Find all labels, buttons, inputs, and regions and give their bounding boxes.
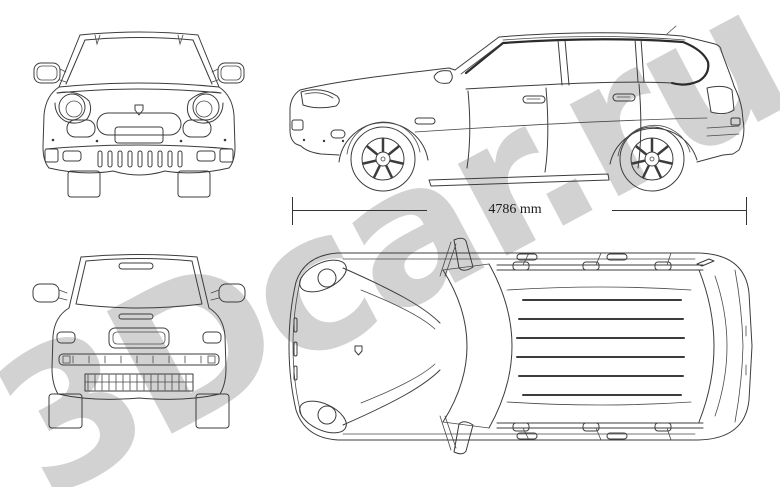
dimension-line-right (612, 210, 746, 211)
tailgate (57, 314, 221, 348)
third-brake-light (119, 263, 153, 269)
top-headlights (295, 254, 351, 440)
front-headlights (55, 92, 223, 123)
door-handle (607, 254, 627, 260)
brand-crest (355, 346, 362, 355)
top-view-drawing (283, 238, 758, 463)
front-body-sides (43, 87, 235, 168)
c-pillar (635, 39, 644, 82)
side-rear-details (707, 86, 740, 136)
fender-marker (415, 118, 435, 124)
rear-view-drawing (33, 252, 245, 430)
rear-roof-window (69, 255, 209, 309)
front-roof-windshield (57, 32, 221, 93)
dimension-label: 4786 mm (488, 202, 542, 217)
top-windshield (440, 238, 512, 454)
rear-wheel (618, 125, 686, 193)
dimension-tick-left (292, 197, 293, 225)
wiper (440, 242, 456, 276)
side-view-drawing (287, 26, 752, 193)
top-body-outline (289, 253, 752, 440)
front-view-drawing (33, 27, 245, 199)
rear-mirrors (33, 284, 245, 302)
top-hood (343, 268, 440, 425)
front-wheels (68, 171, 210, 197)
tailgate-handle (119, 314, 153, 319)
antenna-fin (697, 259, 714, 266)
license-recess (109, 328, 169, 348)
side-wheel-arches (339, 122, 697, 164)
top-doors (517, 253, 671, 440)
front-wheel (349, 125, 417, 193)
taillight (57, 332, 75, 343)
b-pillar (558, 40, 569, 85)
top-rear-window (699, 270, 727, 422)
front-mirrors (34, 63, 244, 83)
dimension-line-left (293, 210, 427, 211)
top-roof (497, 259, 714, 431)
side-doors (415, 84, 707, 172)
taillight (707, 86, 734, 113)
side-front-details (292, 90, 435, 143)
taillight (203, 332, 221, 343)
side-mirror (434, 71, 452, 84)
front-bumper (45, 145, 233, 175)
top-mirror (454, 422, 473, 454)
side-body (290, 26, 744, 162)
door-handle (613, 94, 635, 101)
dimension-tick-right (746, 197, 747, 225)
wiper (440, 416, 456, 450)
side-glasshouse (434, 39, 708, 89)
side-rocker (429, 174, 609, 186)
wiper-marks (95, 35, 183, 44)
front-grille (51, 113, 227, 143)
top-mirror (454, 238, 473, 270)
door-handle (517, 433, 537, 439)
rear-bumper (58, 354, 220, 399)
antenna (667, 26, 676, 34)
rear-body-sides (52, 308, 226, 394)
door-handle (523, 96, 545, 103)
rear-wheels (49, 394, 229, 428)
door-handle (607, 433, 627, 439)
roof-ribs (517, 300, 684, 395)
door-handle (517, 254, 537, 260)
